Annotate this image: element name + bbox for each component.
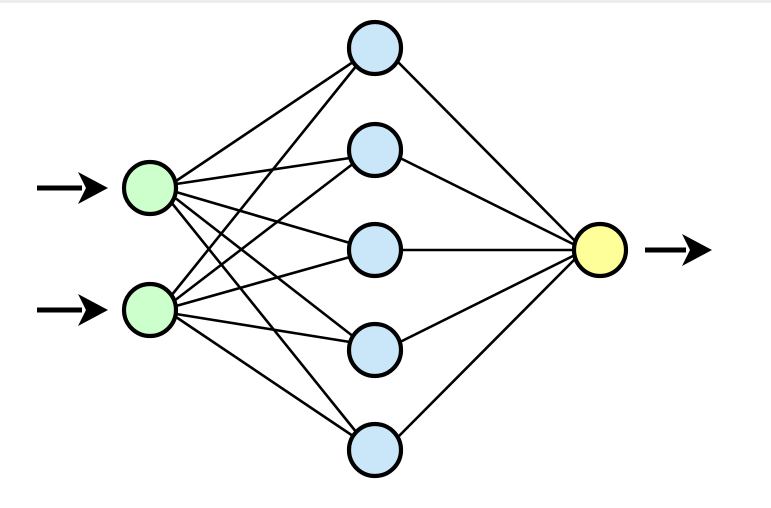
edge-input2-hidden1 <box>169 63 359 298</box>
edge-input1-hidden4 <box>172 195 356 339</box>
input-arrow-top-head <box>78 172 108 204</box>
input-node-2[interactable] <box>121 281 179 339</box>
hidden-node-2[interactable] <box>346 121 404 179</box>
edge-input1-hidden5 <box>169 200 359 435</box>
edge-input2-hidden2 <box>172 161 356 303</box>
edges-group <box>169 60 579 439</box>
edge-hidden2-output1 <box>398 156 577 247</box>
arrows-group <box>37 172 712 326</box>
output-arrow <box>645 234 712 266</box>
top-edge-strip <box>0 0 771 3</box>
edge-hidden5-output1 <box>396 255 579 439</box>
edge-input1-hidden1 <box>174 60 355 183</box>
edge-hidden4-output1 <box>398 253 577 344</box>
hidden-node-1[interactable] <box>346 19 404 77</box>
edge-input2-hidden4 <box>174 312 352 344</box>
hidden-node-4[interactable] <box>346 321 404 379</box>
edge-input2-hidden3 <box>174 255 352 308</box>
hidden-node-3[interactable] <box>346 221 404 279</box>
input-arrow-top <box>37 172 108 204</box>
edge-input1-hidden3 <box>174 190 352 245</box>
edge-hidden1-output1 <box>396 60 579 245</box>
output-node-1[interactable] <box>571 221 629 279</box>
edge-input1-hidden2 <box>174 156 352 186</box>
nodes-group <box>121 19 629 479</box>
input-arrow-bottom-head <box>78 294 108 326</box>
output-arrow-head <box>682 234 712 266</box>
hidden-node-5[interactable] <box>346 421 404 479</box>
input-node-1[interactable] <box>121 159 179 217</box>
edge-input2-hidden5 <box>174 315 355 438</box>
input-arrow-bottom <box>37 294 108 326</box>
